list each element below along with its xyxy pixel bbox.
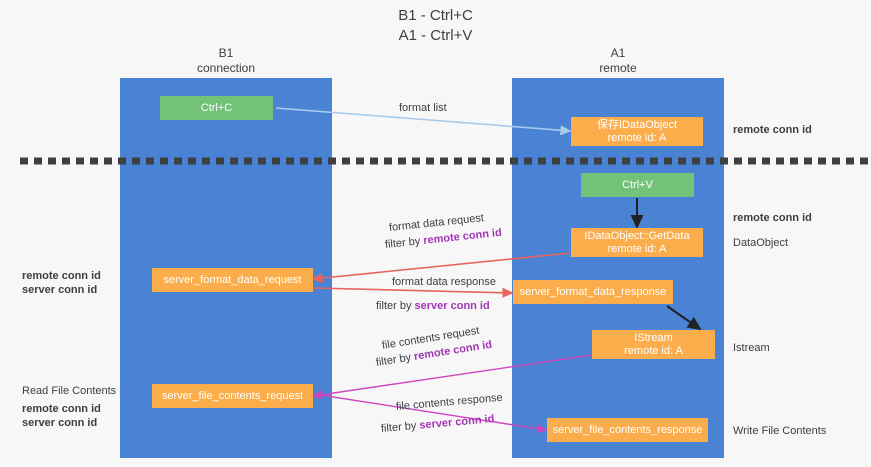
node-istream[interactable]: IStream remote id: A <box>592 330 715 359</box>
filter-prefix: filter by <box>375 351 415 369</box>
column-header-b1: B1 connection <box>196 46 256 75</box>
filter-key-server-conn-id: server conn id <box>414 300 490 312</box>
side-label-remote-conn-id-top: remote conn id <box>733 124 812 136</box>
side-label-remote-conn-id-mid: remote conn id <box>733 212 812 224</box>
filter-prefix: filter by <box>380 419 420 435</box>
node-ctrl-v[interactable]: Ctrl+V <box>581 173 694 197</box>
node-idataobject-getdata[interactable]: IDataObject::GetData remote id: A <box>571 228 703 257</box>
column-header-a1: A1 remote <box>599 46 637 75</box>
side-label-istream: Istream <box>733 342 770 354</box>
edge-label-file-contents-response-filter: filter by server conn id <box>380 412 495 436</box>
edge-label-format-data-response: format data response <box>392 276 496 288</box>
side-label-left-server-conn-id-mid: server conn id <box>22 284 98 296</box>
node-server-file-contents-request[interactable]: server_file_contents_request <box>152 384 313 408</box>
edge-label-file-contents-response: file contents response <box>395 391 504 413</box>
filter-prefix: filter by <box>384 235 424 251</box>
edge-label-format-data-response-filter: filter by server conn id <box>376 299 490 313</box>
node-save-idataobject[interactable]: 保存IDataObject remote id: A <box>571 117 703 146</box>
side-label-dataobject: DataObject <box>733 237 789 249</box>
filter-key-server-conn-id: server conn id <box>418 413 495 432</box>
side-label-write-file-contents: Write File Contents <box>733 425 827 437</box>
side-label-left-remote-conn-id-bottom: remote conn id <box>22 403 101 415</box>
node-ctrl-c[interactable]: Ctrl+C <box>160 96 273 120</box>
side-label-left-server-conn-id-bottom: server conn id <box>22 417 98 429</box>
edge-label-format-list: format list <box>399 102 447 114</box>
node-server-file-contents-response[interactable]: server_file_contents_response <box>547 418 708 442</box>
page-title: B1 - Ctrl+C A1 - Ctrl+V <box>398 7 473 44</box>
node-server-format-data-response[interactable]: server_format_data_response <box>513 280 673 304</box>
node-server-format-data-request[interactable]: server_format_data_request <box>152 268 313 292</box>
side-label-read-file-contents: Read File Contents <box>22 385 117 397</box>
filter-prefix: filter by <box>376 300 415 312</box>
side-label-left-remote-conn-id-mid: remote conn id <box>22 270 101 282</box>
